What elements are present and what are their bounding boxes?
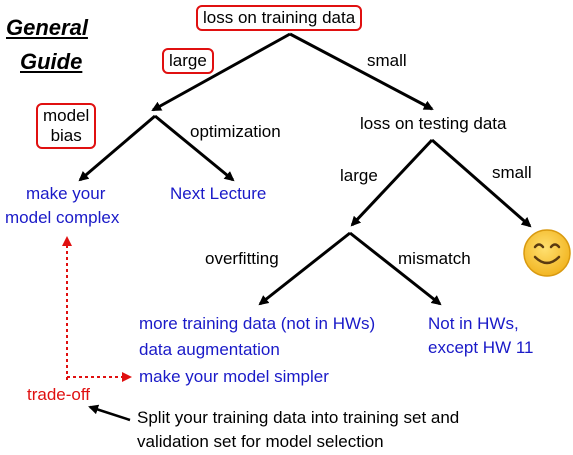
mismatch-note-line2: except HW 11 (428, 338, 534, 357)
model-bias-node: model bias (36, 103, 97, 149)
arrow-root-right (289, 32, 434, 111)
mismatch-label: mismatch (398, 249, 471, 268)
solution-more-data: more training data (not in HWs) (139, 314, 376, 333)
branch-label-small: small (367, 51, 407, 70)
tradeoff-label: trade-off (27, 385, 91, 404)
arrow-split-note (88, 404, 131, 422)
arrow-mismatch (349, 231, 442, 306)
solution-simpler-model: make your model simpler (139, 367, 329, 386)
arrow-left-nextlecture (154, 114, 235, 182)
split-note-line1: Split your training data into training s… (137, 408, 460, 427)
test-large-label: large (340, 166, 378, 185)
split-note-line2: validation set for model selection (137, 432, 384, 451)
branch-label-large: large (162, 48, 214, 74)
arrow-test-small (431, 138, 532, 228)
title-general: General (6, 15, 88, 40)
arrow-root-left (151, 32, 291, 112)
mismatch-note-line1: Not in HWs, (428, 314, 519, 333)
root-node: loss on training data (196, 5, 363, 31)
optimization-label: optimization (190, 122, 281, 141)
overfitting-label: overfitting (205, 249, 279, 268)
arrow-overfitting (258, 231, 351, 306)
smiley-face-icon (523, 229, 571, 277)
model-bias-line1: model (43, 106, 90, 125)
arrow-left-complex (78, 114, 156, 182)
next-lecture: Next Lecture (170, 184, 267, 203)
make-complex-line1: make your (26, 184, 106, 203)
make-complex-line2: model complex (5, 208, 120, 227)
model-bias-line2: bias (50, 126, 82, 145)
title-guide: Guide (20, 49, 83, 74)
arrow-test-large (350, 138, 434, 227)
test-small-label: small (492, 163, 532, 182)
solution-augmentation: data augmentation (139, 340, 280, 359)
testing-loss-node: loss on testing data (360, 114, 507, 133)
